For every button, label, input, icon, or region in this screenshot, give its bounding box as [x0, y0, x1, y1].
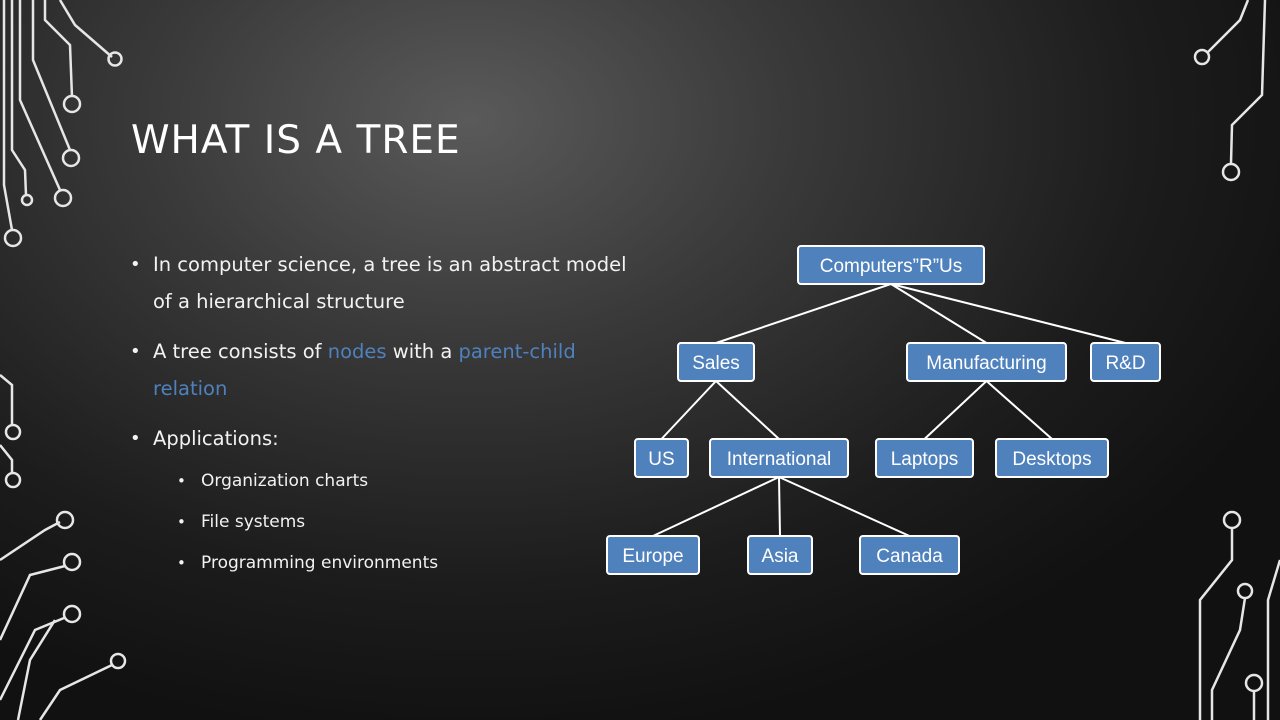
- edge-sales-us: [660, 380, 717, 440]
- edge-root-manufacturing: [890, 283, 988, 344]
- bullet-text: A tree consists of: [153, 340, 328, 363]
- tree-node-box: [634, 438, 689, 478]
- edge-sales-international: [715, 380, 780, 440]
- tree-node-root: Computers”R”Us: [797, 245, 985, 285]
- bullet-definition: In computer science, a tree is an abstra…: [130, 246, 630, 320]
- tree-node-box: [709, 438, 849, 478]
- tree-node-box: [747, 535, 813, 575]
- bullet-applications: Applications: Organization charts File s…: [130, 420, 630, 584]
- edge-root-rd: [890, 283, 1126, 344]
- highlight-nodes: nodes: [327, 340, 387, 363]
- tree-node-box: [677, 342, 755, 382]
- sub-bullet-list: Organization charts File systems Program…: [153, 461, 630, 584]
- tree-node-rd: R&D: [1090, 342, 1161, 382]
- highlight-parent-child: parent-child relation: [153, 340, 576, 400]
- sub-bullet-programming-environments: Programming environments: [177, 543, 630, 584]
- tree-node-us: US: [634, 438, 689, 478]
- tree-node-label: Canada: [876, 546, 943, 567]
- tree-node-international: International: [709, 438, 849, 478]
- tree-node-label: R&D: [1105, 353, 1145, 374]
- bullet-text: In computer science, a tree is an abstra…: [153, 253, 627, 313]
- tree-node-desktops: Desktops: [995, 438, 1109, 478]
- tree-node-box: [797, 245, 985, 285]
- bullet-text: with a: [386, 340, 459, 363]
- tree-node-label: Asia: [762, 546, 799, 567]
- tree-node-label: US: [648, 449, 674, 470]
- edge-root-sales: [715, 283, 892, 344]
- tree-node-manufacturing: Manufacturing: [906, 342, 1067, 382]
- tree-node-box: [875, 438, 974, 478]
- tree-node-box: [606, 535, 700, 575]
- tree-node-asia: Asia: [747, 535, 813, 575]
- tree-node-box: [1090, 342, 1161, 382]
- tree-node-label: Desktops: [1012, 449, 1091, 470]
- tree-node-label: Laptops: [891, 449, 959, 470]
- tree-node-sales: Sales: [677, 342, 755, 382]
- edge-international-asia: [778, 476, 781, 537]
- sub-bullet-file-systems: File systems: [177, 502, 630, 543]
- tree-node-label: Manufacturing: [926, 353, 1046, 374]
- bullet-nodes: A tree consists of nodes with a parent-c…: [130, 333, 630, 407]
- tree-node-box: [906, 342, 1067, 382]
- tree-node-label: International: [727, 449, 832, 470]
- tree-node-canada: Canada: [859, 535, 960, 575]
- tree-node-label: Sales: [692, 353, 740, 374]
- tree-node-laptops: Laptops: [875, 438, 974, 478]
- edge-international-canada: [778, 476, 910, 537]
- bullet-text: Applications:: [153, 427, 279, 450]
- tree-node-label: Europe: [622, 546, 683, 567]
- edge-manufacturing-desktops: [985, 380, 1053, 440]
- tree-node-box: [995, 438, 1109, 478]
- sub-bullet-organization-charts: Organization charts: [177, 461, 630, 502]
- tree-node-box: [859, 535, 960, 575]
- page-title: WHAT IS A TREE: [131, 118, 461, 163]
- bullet-list: In computer science, a tree is an abstra…: [130, 246, 630, 597]
- tree-node-label: Computers”R”Us: [820, 256, 963, 277]
- tree-node-europe: Europe: [606, 535, 700, 575]
- edge-manufacturing-laptops: [923, 380, 988, 440]
- edge-international-europe: [652, 476, 780, 537]
